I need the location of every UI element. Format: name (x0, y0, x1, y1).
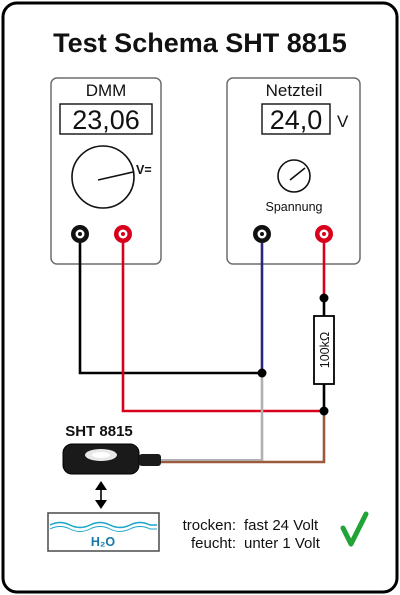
dmm-dial-icon (71, 145, 135, 209)
dmm-label: DMM (86, 81, 127, 100)
check-icon (340, 511, 369, 547)
psu-knob-icon[interactable] (277, 159, 311, 193)
junction-dot (319, 293, 329, 303)
psu-terminal-red[interactable] (315, 225, 333, 243)
wire-black (78, 243, 262, 375)
result-state-wet: feucht: (191, 535, 236, 552)
psu-label: Netzteil (266, 81, 323, 100)
wire-brown (160, 411, 326, 464)
dmm-terminal-black[interactable] (71, 225, 89, 243)
double-arrow-icon (95, 481, 107, 509)
dmm-display (59, 103, 153, 135)
dmm-terminal-red[interactable] (114, 225, 132, 243)
junction-dot (319, 406, 329, 416)
result-value-dry: fast 24 Volt (244, 517, 319, 534)
psu-unit: V (337, 112, 349, 131)
water-container (47, 512, 160, 552)
psu-reading: 24,0 (270, 105, 323, 135)
sensor-device (62, 443, 161, 475)
dmm-panel: DMM 23,06 V= (50, 77, 162, 265)
dmm-reading: 23,06 (72, 105, 140, 135)
wire-red-dmm (121, 243, 324, 413)
dmm-dial-mark: V= (136, 163, 152, 177)
result-state-dry: trocken: (183, 517, 236, 534)
resistor: 100kΩ (313, 315, 335, 385)
page-title: Test Schema SHT 8815 (53, 28, 347, 58)
psu-panel: Netzteil 24,0 V Spannung (226, 77, 361, 265)
water-label: H₂O (91, 535, 116, 549)
result-value-wet: unter 1 Volt (244, 535, 321, 552)
psu-display (261, 103, 331, 135)
junction-dot (257, 368, 267, 378)
psu-knob-label: Spannung (265, 200, 322, 214)
result-list: trocken: fast 24 Volt feucht: unter 1 Vo… (183, 517, 321, 552)
resistor-label: 100kΩ (318, 332, 332, 368)
psu-terminal-black[interactable] (253, 225, 271, 243)
sensor-label: SHT 8815 (65, 423, 133, 440)
